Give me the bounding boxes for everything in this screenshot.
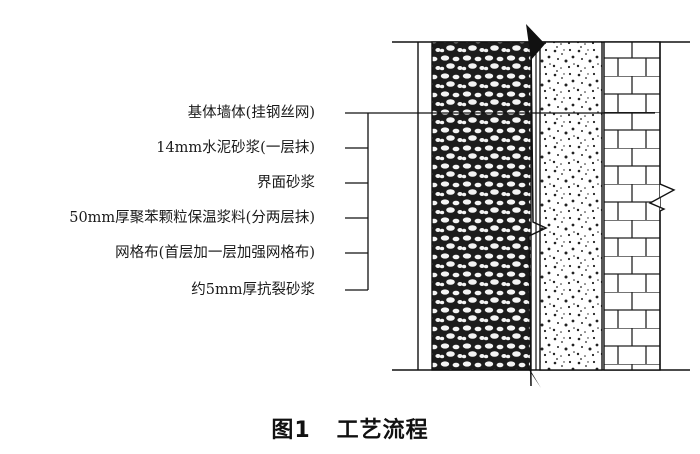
figure-caption: 图1 工艺流程 (0, 412, 700, 444)
label-insulation-mortar: 50mm厚聚苯颗粒保温浆料(分两层抹) (69, 210, 315, 226)
steel-mesh-break-symbol (528, 39, 548, 387)
label-cement-mortar: 14mm水泥砂浆(一层抹) (156, 140, 315, 156)
wall-break-mark (648, 42, 676, 370)
figure-title: 工艺流程 (336, 418, 429, 443)
cement-mortar-layer (539, 41, 603, 371)
insulation-layer (431, 41, 532, 371)
base-brick-wall (603, 41, 661, 371)
label-base-wall: 基体墙体(挂钢丝网) (187, 105, 315, 121)
mesh-arrow-bottom (523, 358, 541, 388)
figure-number: 图1 (271, 418, 311, 443)
label-mesh-cloth: 网格布(首层加一层加强网格布) (115, 245, 315, 261)
label-anti-crack-mortar: 约5mm厚抗裂砂浆 (191, 282, 315, 298)
mesh-arrow-top (526, 24, 545, 60)
label-interface-mortar: 界面砂浆 (257, 175, 315, 191)
